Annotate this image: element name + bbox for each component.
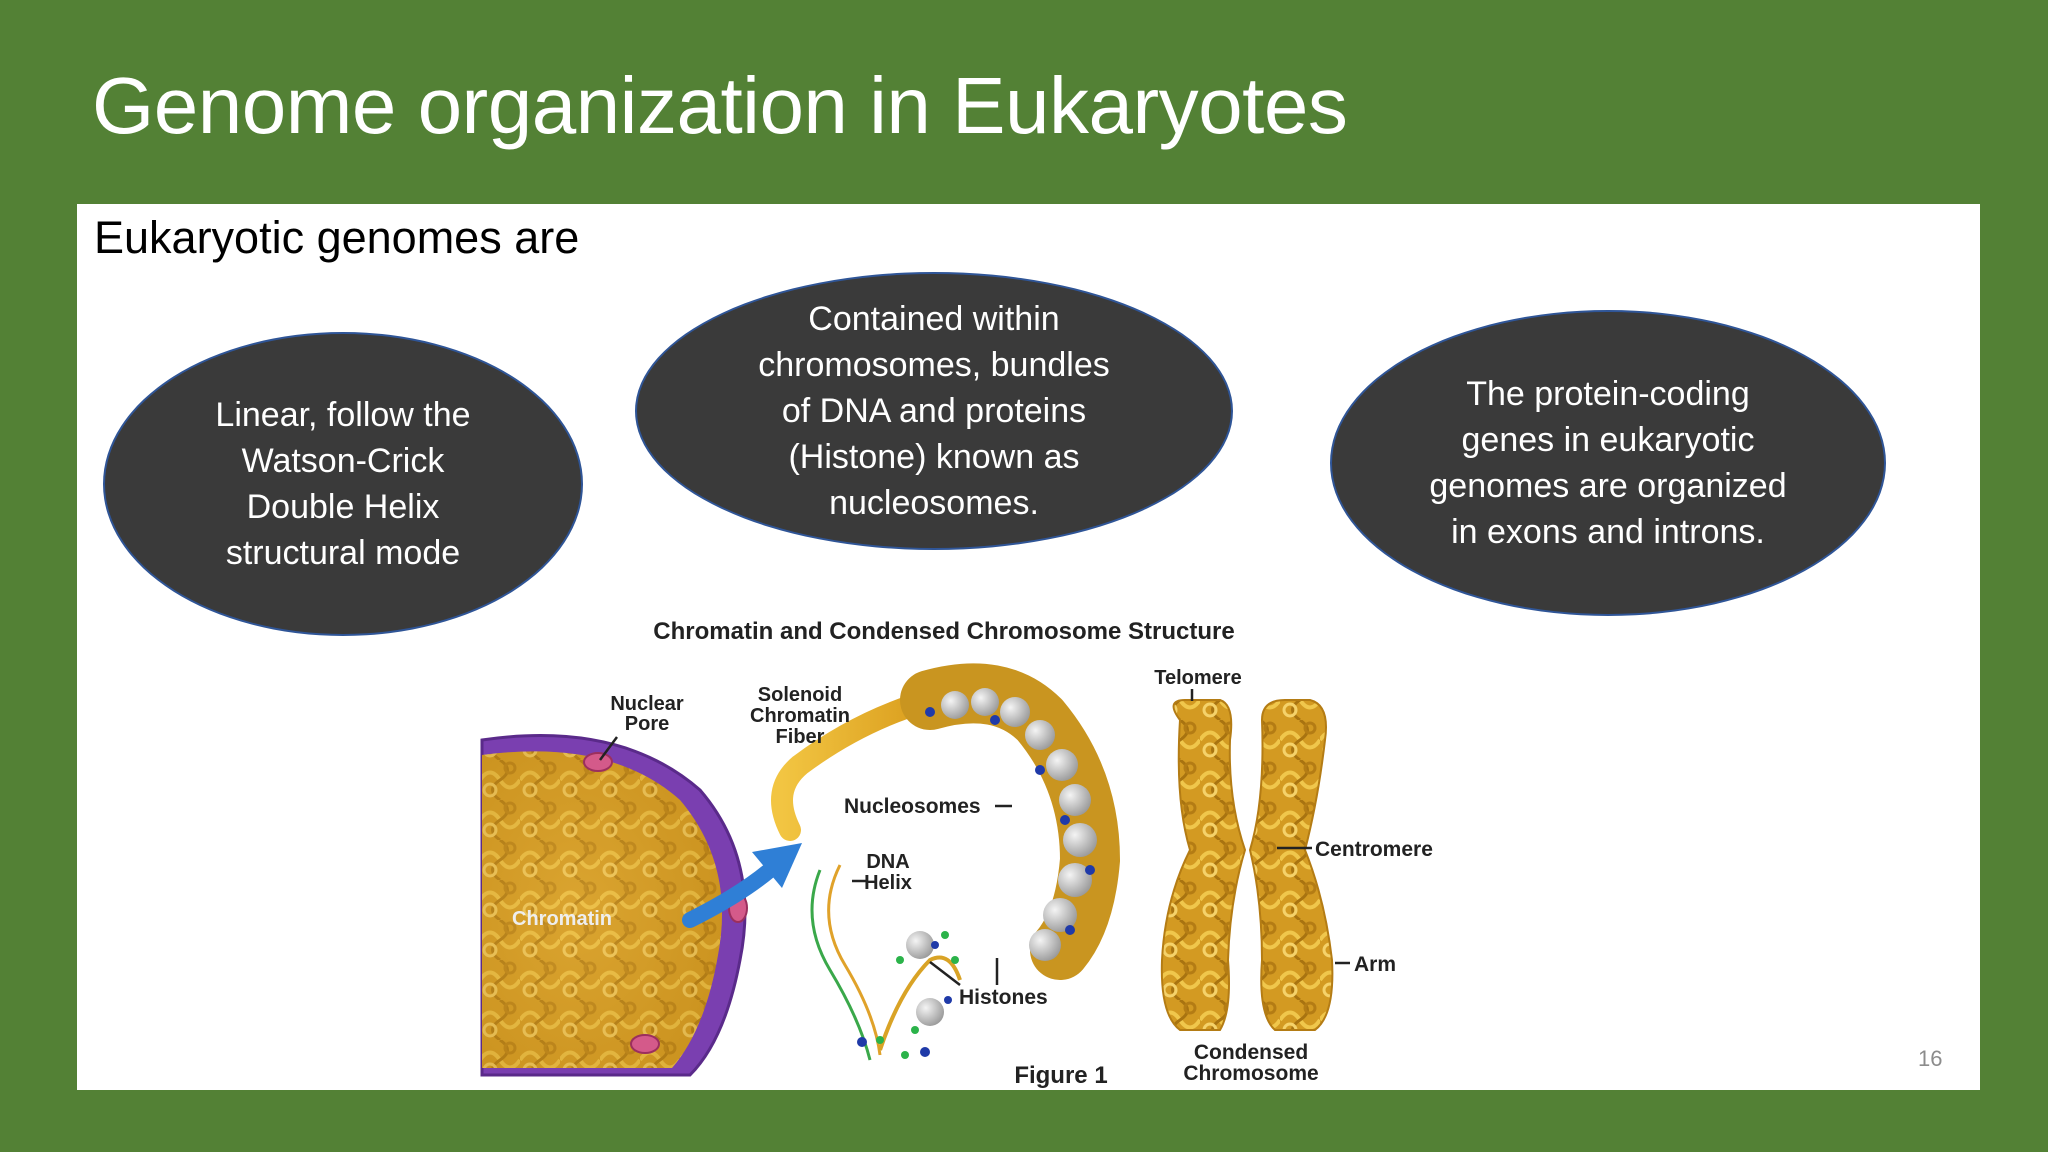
- label-chromatin: Chromatin: [512, 908, 612, 930]
- oval-linear-genome: Linear, follow the Watson-Crick Double H…: [103, 332, 583, 636]
- label-condensed-2: Chromosome: [1183, 1062, 1318, 1085]
- label-histones: Histones: [959, 986, 1048, 1009]
- slide-title: Genome organization in Eukaryotes: [92, 61, 1348, 150]
- figure-title: Chromatin and Condensed Chromosome Struc…: [653, 618, 1234, 645]
- label-lines: [598, 689, 1350, 986]
- label-telomere: Telomere: [1154, 667, 1241, 689]
- slide-subtitle: Eukaryotic genomes are: [94, 212, 580, 263]
- label-nuclear-pore-1: Nuclear: [610, 693, 684, 715]
- label-nucleosomes: Nucleosomes: [844, 795, 981, 818]
- label-solenoid-2: Chromatin: [750, 705, 850, 727]
- label-solenoid-1: Solenoid: [758, 684, 842, 706]
- dna-helix: [810, 864, 962, 1061]
- label-condensed-1: Condensed: [1194, 1041, 1308, 1064]
- label-nuclear-pore-2: Pore: [625, 713, 669, 735]
- oval-chromosomes-text: Contained within chromosomes, bundles of…: [758, 300, 1110, 522]
- label-solenoid-3: Fiber: [776, 726, 825, 748]
- figure-caption: Figure 1: [1014, 1062, 1107, 1089]
- oval-exons-introns: The protein-coding genes in eukaryotic g…: [1330, 310, 1886, 616]
- label-dna-1: DNA: [866, 851, 909, 873]
- condensed-chromosome: [1160, 699, 1334, 1031]
- oval-chromosomes: Contained within chromosomes, bundles of…: [635, 272, 1233, 550]
- label-arm: Arm: [1354, 953, 1396, 976]
- nucleosome-beads: [925, 688, 1097, 961]
- nucleus-illustration: [480, 734, 748, 1077]
- label-centromere: Centromere: [1315, 838, 1433, 861]
- label-dna-2: Helix: [864, 872, 912, 894]
- oval-linear-genome-text: Linear, follow the Watson-Crick Double H…: [215, 396, 471, 572]
- page-number: 16: [1918, 1046, 1943, 1071]
- oval-exons-introns-text: The protein-coding genes in eukaryotic g…: [1429, 375, 1787, 551]
- arrow-icon: [682, 843, 802, 928]
